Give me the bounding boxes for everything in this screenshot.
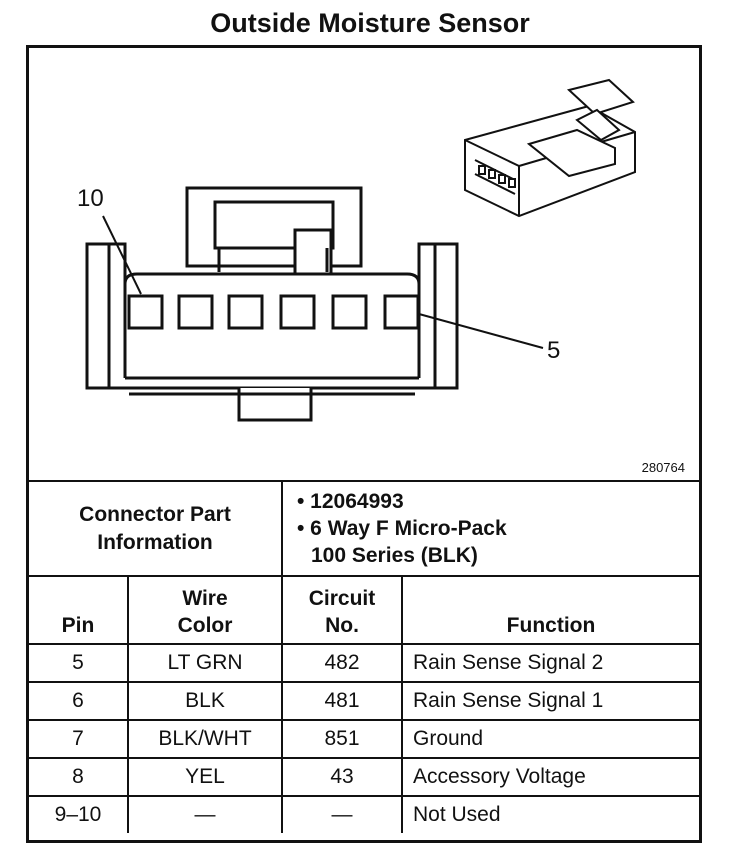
pin-cell: 8 xyxy=(29,757,129,797)
cavity-9 xyxy=(177,294,214,330)
pin-cell: 9–10 xyxy=(29,795,129,833)
figure-number: 280764 xyxy=(641,460,685,475)
pin-cell: 5 xyxy=(29,643,129,683)
circuit-cell: 851 xyxy=(281,719,403,759)
header-function: Function xyxy=(401,575,699,645)
page-title: Outside Moisture Sensor xyxy=(210,8,530,38)
pin-cell: 6 xyxy=(29,681,129,721)
function-cell: Not Used xyxy=(401,795,699,833)
connector-info-values: • 12064993 • 6 Way F Micro-Pack 100 Seri… xyxy=(281,480,699,577)
table-row: 5 LT GRN 482 Rain Sense Signal 2 xyxy=(29,643,699,683)
wire-color-cell: BLK/WHT xyxy=(127,719,283,759)
cavity-8 xyxy=(227,294,264,330)
wire-color-cell: LT GRN xyxy=(127,643,283,683)
connector-info-label-line1: Connector Part xyxy=(79,502,231,526)
circuit-cell: 481 xyxy=(281,681,403,721)
header-pin: Pin xyxy=(29,575,129,645)
connector-description-line1: • 6 Way F Micro-Pack xyxy=(297,517,507,540)
function-cell: Rain Sense Signal 2 xyxy=(401,643,699,683)
connector-drawing: 10 5 xyxy=(29,48,699,480)
table-row: 6 BLK 481 Rain Sense Signal 1 xyxy=(29,681,699,721)
wire-color-cell: YEL xyxy=(127,757,283,797)
connector-body xyxy=(85,242,459,390)
cavity-6 xyxy=(331,294,368,330)
function-cell: Rain Sense Signal 1 xyxy=(401,681,699,721)
table-row: 8 YEL 43 Accessory Voltage xyxy=(29,757,699,797)
function-cell: Ground xyxy=(401,719,699,759)
wire-color-cell: BLK xyxy=(127,681,283,721)
circuit-cell: 43 xyxy=(281,757,403,797)
header-wire-color-line1: Wire xyxy=(182,587,228,610)
header-wire-color-line2: Color xyxy=(177,614,233,637)
table-row: 7 BLK/WHT 851 Ground xyxy=(29,719,699,759)
circuit-cell: 482 xyxy=(281,643,403,683)
callout-10: 10 xyxy=(77,185,104,212)
connector-diagram-frame: 10 5 280764 Connect xyxy=(26,45,702,843)
function-cell: Accessory Voltage xyxy=(401,757,699,797)
wire-color-cell: — xyxy=(127,795,283,833)
connector-description-line2: 100 Series (BLK) xyxy=(311,544,478,567)
cavity-7 xyxy=(279,294,316,330)
callout-5: 5 xyxy=(547,337,560,364)
cavity-10 xyxy=(127,294,164,330)
header-circuit-line2: No. xyxy=(325,614,359,637)
connector-info-row: Connector Part Information • 12064993 • … xyxy=(29,480,699,577)
pinout-table: Connector Part Information • 12064993 • … xyxy=(29,480,699,833)
table-header-row: Pin Wire Color Circuit No. Function xyxy=(29,575,699,645)
header-circuit: Circuit No. xyxy=(281,575,403,645)
connector-tab xyxy=(237,388,313,422)
connector-info-label: Connector Part Information xyxy=(29,480,283,577)
cavity-5 xyxy=(383,294,420,330)
table-row: 9–10 — — Not Used xyxy=(29,795,699,833)
pin-cell: 7 xyxy=(29,719,129,759)
connector-part-number: • 12064993 xyxy=(297,490,404,513)
connector-info-label-line2: Information xyxy=(97,530,213,554)
header-wire-color: Wire Color xyxy=(127,575,283,645)
connector-isometric-view xyxy=(464,78,636,218)
header-circuit-line1: Circuit xyxy=(308,587,376,610)
circuit-cell: — xyxy=(281,795,403,833)
